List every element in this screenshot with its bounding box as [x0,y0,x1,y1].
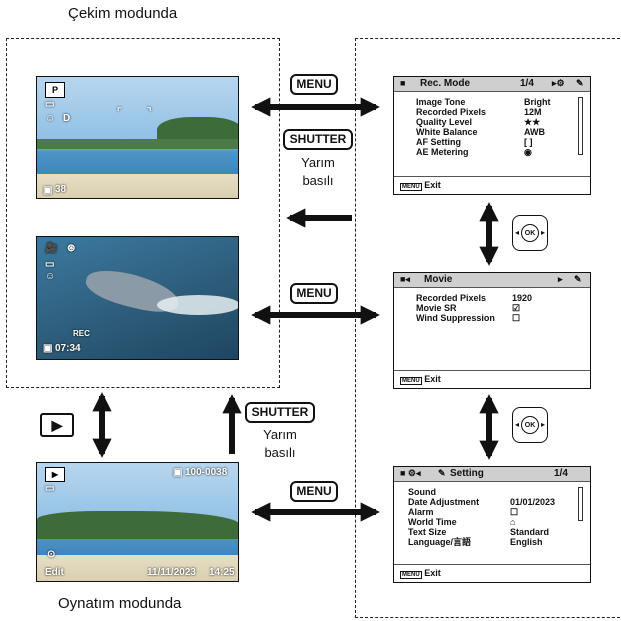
menu-row[interactable]: Sound [408,487,436,497]
ok-icon: OK [521,416,539,434]
right-arrow-icon: ▸ [540,228,545,237]
menu-row[interactable]: Movie SR☑ [416,303,521,313]
menu-page: 1/4 [520,78,534,89]
wrench-icon: ✎ [576,78,584,88]
file-number: 100-0038 [185,467,228,478]
wrench-icon: ✎ [438,468,446,478]
movie-screen: 🎥 ⊛ ▭ ☺ REC ▣ 07:34 [36,236,239,360]
menu-footer: MENU Exit [394,176,590,194]
playback-button[interactable]: ▶ [40,413,74,437]
shutter-button[interactable]: SHUTTER [283,129,353,150]
capture-mode-label: Çekim modunda [68,5,178,22]
menu-title: Setting [450,468,484,479]
menu-row[interactable]: AF Setting[ ] [416,137,533,147]
menu-row[interactable]: AE Metering◉ [416,147,532,157]
face-detect-icon: ☺ [45,113,56,124]
capture-screen: P ▭ ☺ D ⌜ ⌝ ▣ 38 [36,76,239,199]
edit-label: Edit [45,567,64,578]
scrollbar[interactable] [578,487,583,521]
wrench-icon: ✎ [574,274,582,284]
menu-button[interactable]: MENU [290,283,338,304]
edit-icon: ⊙ [47,549,56,560]
playback-date: 11/11/2023 [147,567,196,578]
ok-button[interactable]: ◂ OK ▸ [512,215,548,251]
menu-page: 1/4 [554,468,568,479]
right-arrow-icon: ▸ [540,420,545,429]
battery-icon: ▭ [45,99,55,110]
face-detect-icon: ☺ [45,271,56,282]
scrollbar[interactable] [578,97,583,155]
left-arrow-icon: ◂ [515,228,520,237]
left-arrow-icon: ◂ [515,420,520,429]
battery-icon: ▭ [45,483,55,494]
memory-icon: ▣ [43,185,53,196]
capture-mode-group [6,38,280,388]
menu-footer: MENU Exit [394,370,590,388]
menu-row[interactable]: Alarm☐ [408,507,519,517]
menu-button[interactable]: MENU [290,481,338,502]
menu-footer: MENU Exit [394,564,590,582]
menu-tab-bar [394,273,590,288]
menu-group [355,38,621,618]
memory-icon: ▣ [43,343,53,354]
menu-tab-bar [394,467,590,482]
focus-frame: ⌜ ⌝ [117,107,152,118]
camera-icon: ■◂ [400,274,410,284]
sr-icon: ⊛ [67,243,76,254]
palm-trees [37,511,238,539]
camera-icon: ■ ⚙◂ [400,468,421,478]
rec-icon: REC [73,329,90,338]
battery-icon: ▭ [45,259,55,270]
menu-row[interactable]: World Time⌂ [408,517,516,527]
recording-time: 07:34 [55,343,81,354]
splash [157,295,238,315]
island [37,139,238,149]
setting-menu: ■ ⚙◂ ✎ Setting 1/4 Sound Date Adjustment… [393,466,591,583]
playback-mode-label: Oynatım modunda [58,595,182,612]
shutter-button[interactable]: SHUTTER [245,402,315,423]
menu-tab-bar [394,77,590,92]
playback-screen: ▶ ▣ 100-0038 ▭ ⊙ Edit 11/11/2023 14:25 [36,462,239,582]
shots-remaining: 38 [55,184,67,195]
memory-icon: ▣ [173,467,183,478]
menu-row[interactable]: Wind Suppression☐ [416,313,521,323]
movie-tab-icon: ▸⚙ [552,78,565,88]
movie-mode-icon: 🎥 [45,243,58,254]
ok-button[interactable]: ◂ OK ▸ [512,407,548,443]
camera-icon: ■ [400,78,406,88]
ok-icon: OK [521,224,539,242]
program-mode-icon: P [45,82,65,98]
menu-title: Rec. Mode [420,78,471,89]
playback-time: 14:25 [209,567,235,578]
chevron-right-icon: ▸ [558,274,563,284]
menu-row[interactable]: Quality Level★★ [416,117,541,127]
menu-button[interactable]: MENU [290,74,338,95]
menu-title: Movie [424,274,453,285]
drive-icon: D [63,113,71,124]
play-icon: ▶ [45,467,65,482]
